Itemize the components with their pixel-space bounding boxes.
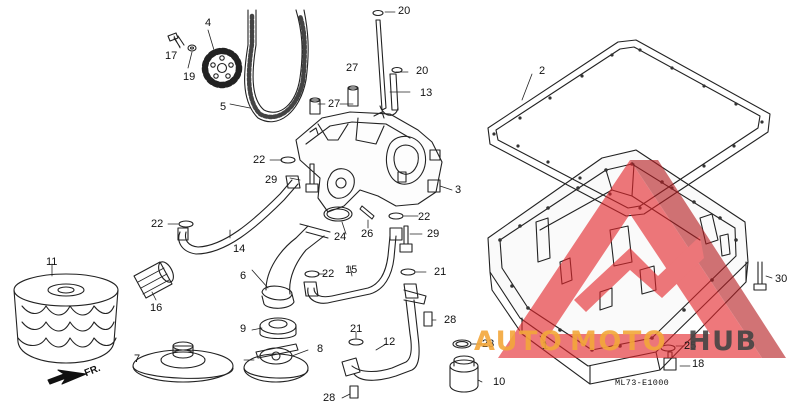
callout-22: 22 xyxy=(253,154,266,166)
oil-pan-gasket-drawing xyxy=(487,39,771,217)
oil-filter-11-drawing xyxy=(13,273,119,364)
oil-pipe-15-drawing xyxy=(303,227,403,304)
cap-10-drawing xyxy=(449,355,479,393)
callout-2: 2 xyxy=(539,65,546,77)
strainer-8-drawing xyxy=(243,343,309,383)
callout-22d: 22 xyxy=(418,211,431,223)
watermark-text-hub: HUB xyxy=(688,326,758,357)
callout-10: 10 xyxy=(493,376,506,388)
o-ring-23-drawing xyxy=(452,339,472,349)
o-ring-20-drawing xyxy=(372,9,403,74)
callout-3: 3 xyxy=(455,184,462,196)
callout-1: 1 xyxy=(542,340,549,352)
callout-27: 27 xyxy=(346,62,359,74)
callout-28b: 28 xyxy=(323,392,336,404)
bolt-28-drawing xyxy=(349,311,433,399)
pin-26-drawing xyxy=(359,205,375,220)
callout-27b: 27 xyxy=(328,98,341,110)
watermark-text-auto: AUTO xyxy=(474,326,564,357)
callout-24: 24 xyxy=(334,231,347,243)
callout-11: 11 xyxy=(46,256,58,268)
callout-4: 4 xyxy=(205,17,212,29)
callout-30: 30 xyxy=(775,273,788,285)
washer-22-drawing xyxy=(178,156,404,278)
callout-28: 28 xyxy=(444,314,457,326)
o-ring-24-drawing xyxy=(323,206,353,222)
drive-chain-drawing xyxy=(244,9,309,123)
callout-18: 18 xyxy=(692,358,705,370)
oil-hose-6-drawing xyxy=(261,223,331,309)
fitting-16-drawing xyxy=(133,261,174,299)
callout-19: 19 xyxy=(183,71,196,83)
washer-21-drawing xyxy=(348,268,416,346)
callout-22b: 22 xyxy=(151,218,164,230)
oil-pipe-14-drawing xyxy=(177,175,301,255)
callout-6: 6 xyxy=(240,270,247,282)
callout-21: 21 xyxy=(434,266,447,278)
callout-9: 9 xyxy=(240,323,247,335)
callout-16: 16 xyxy=(150,302,163,314)
bolt-29-drawing xyxy=(305,163,413,253)
strainer-7-drawing xyxy=(132,341,234,383)
washer-19-drawing xyxy=(187,44,197,52)
callout-23: 23 xyxy=(482,338,495,350)
callout-22c: 22 xyxy=(322,268,335,280)
callout-29: 29 xyxy=(265,174,278,186)
callout-20b: 20 xyxy=(416,65,429,77)
callout-14: 14 xyxy=(233,243,246,255)
oil-pipe-12-drawing xyxy=(341,283,427,381)
oil-pump-drawing xyxy=(295,111,443,213)
callout-13: 13 xyxy=(420,87,433,99)
callout-17: 17 xyxy=(165,50,178,62)
sprocket-drawing xyxy=(201,47,243,89)
seal-9-drawing xyxy=(259,317,297,340)
callout-5: 5 xyxy=(220,101,227,113)
bolt-30-drawing xyxy=(753,261,767,291)
leader-lines xyxy=(51,11,773,399)
callout-20: 20 xyxy=(398,5,411,17)
callout-15: 15 xyxy=(345,264,358,276)
watermark-text-moto: MOTO xyxy=(570,326,668,357)
front-arrow-drawing xyxy=(47,369,87,385)
watermark-logo xyxy=(498,160,786,358)
callout-21b: 21 xyxy=(350,323,363,335)
callout-12: 12 xyxy=(383,336,396,348)
dowel-pins-27-drawing xyxy=(309,85,359,115)
callout-7: 7 xyxy=(134,353,141,365)
callout-29b: 29 xyxy=(427,228,440,240)
callout-26: 26 xyxy=(361,228,374,240)
callout-8: 8 xyxy=(317,343,324,355)
figure-code: ML73-E1000 xyxy=(615,378,670,388)
callout-25: 25 xyxy=(684,340,697,352)
oil-pipe-13-drawing xyxy=(375,19,399,116)
